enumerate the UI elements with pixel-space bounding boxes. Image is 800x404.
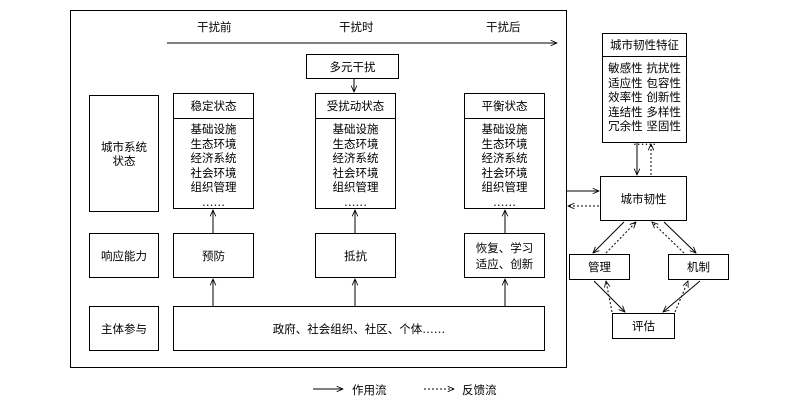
management-evaluation xyxy=(593,280,625,312)
state-box-disturbed: 受扰动状态 基础设施 生态环境 经济系统 社会环境 组织管理 …… xyxy=(315,93,396,209)
state-item: 经济系统 xyxy=(332,151,379,165)
resilience-mechanism xyxy=(663,221,696,253)
state-item: 基础设施 xyxy=(481,122,528,136)
state-item: 生态环境 xyxy=(481,136,528,151)
response-recover-adapt: 恢复、学习 适应、创新 xyxy=(464,233,545,278)
state-item: 生态环境 xyxy=(190,136,237,151)
evaluation-mechanism xyxy=(674,281,688,313)
state-box-stable: 稳定状态 基础设施 生态环境 经济系统 社会环境 组织管理 …… xyxy=(173,93,254,209)
response-resist: 抵抗 xyxy=(315,233,396,278)
state-item: 生态环境 xyxy=(332,136,379,151)
mechanism-resilience xyxy=(652,222,685,254)
state-item: …… xyxy=(202,194,225,209)
state-item: 社会环境 xyxy=(332,165,379,180)
evaluation-management xyxy=(606,281,613,313)
state-item: 基础设施 xyxy=(190,122,237,136)
mechanism-box: 机制 xyxy=(668,254,729,280)
state-item: 基础设施 xyxy=(332,122,379,136)
state-item: 社会环境 xyxy=(190,165,237,180)
features-title: 城市韧性特征 xyxy=(603,34,686,57)
state-item: 组织管理 xyxy=(481,180,528,194)
state-item: 经济系统 xyxy=(481,151,528,165)
phase-before: 干扰前 xyxy=(197,20,232,34)
state-item: 社会环境 xyxy=(481,165,528,180)
state-title: 稳定状态 xyxy=(174,94,253,119)
feature-row: 效率性 创新性 xyxy=(608,90,681,104)
feature-row: 冗余性 坚固性 xyxy=(608,119,681,133)
management-resilience xyxy=(605,222,636,254)
state-item: …… xyxy=(344,194,367,209)
urban-resilience-box: 城市韧性 xyxy=(600,176,687,221)
disturbance-box: 多元干扰 xyxy=(306,54,399,79)
row-label-participants: 主体参与 xyxy=(89,306,159,351)
management-box: 管理 xyxy=(569,254,630,280)
phase-after: 干扰后 xyxy=(486,20,521,34)
response-prevent: 预防 xyxy=(173,233,254,278)
evaluation-box: 评估 xyxy=(612,313,675,339)
state-item: 组织管理 xyxy=(332,180,379,194)
legend-solid-label: 作用流 xyxy=(352,383,387,397)
feature-row: 适应性 包容性 xyxy=(608,75,681,90)
state-item: 经济系统 xyxy=(190,151,237,165)
state-item: 组织管理 xyxy=(190,180,237,194)
feature-row: 敏感性 抗扰性 xyxy=(608,61,681,75)
feature-row: 连结性 多样性 xyxy=(608,104,681,119)
phase-during: 干扰时 xyxy=(339,20,374,34)
resilience-management xyxy=(593,221,625,253)
resilience-features-box: 城市韧性特征 敏感性 抗扰性 适应性 包容性 效率性 创新性 连结性 多样性 冗… xyxy=(602,33,687,148)
state-title: 受扰动状态 xyxy=(316,94,395,119)
row-label-response: 响应能力 xyxy=(89,233,159,278)
state-title: 平衡状态 xyxy=(465,94,544,119)
row-label-system-state: 城市系统状态 xyxy=(89,95,159,212)
participants-box: 政府、社会组织、社区、个体…… xyxy=(173,306,545,351)
legend-dashed-label: 反馈流 xyxy=(462,383,497,397)
state-box-balanced: 平衡状态 基础设施 生态环境 经济系统 社会环境 组织管理 …… xyxy=(464,93,545,209)
state-item: …… xyxy=(493,194,516,209)
